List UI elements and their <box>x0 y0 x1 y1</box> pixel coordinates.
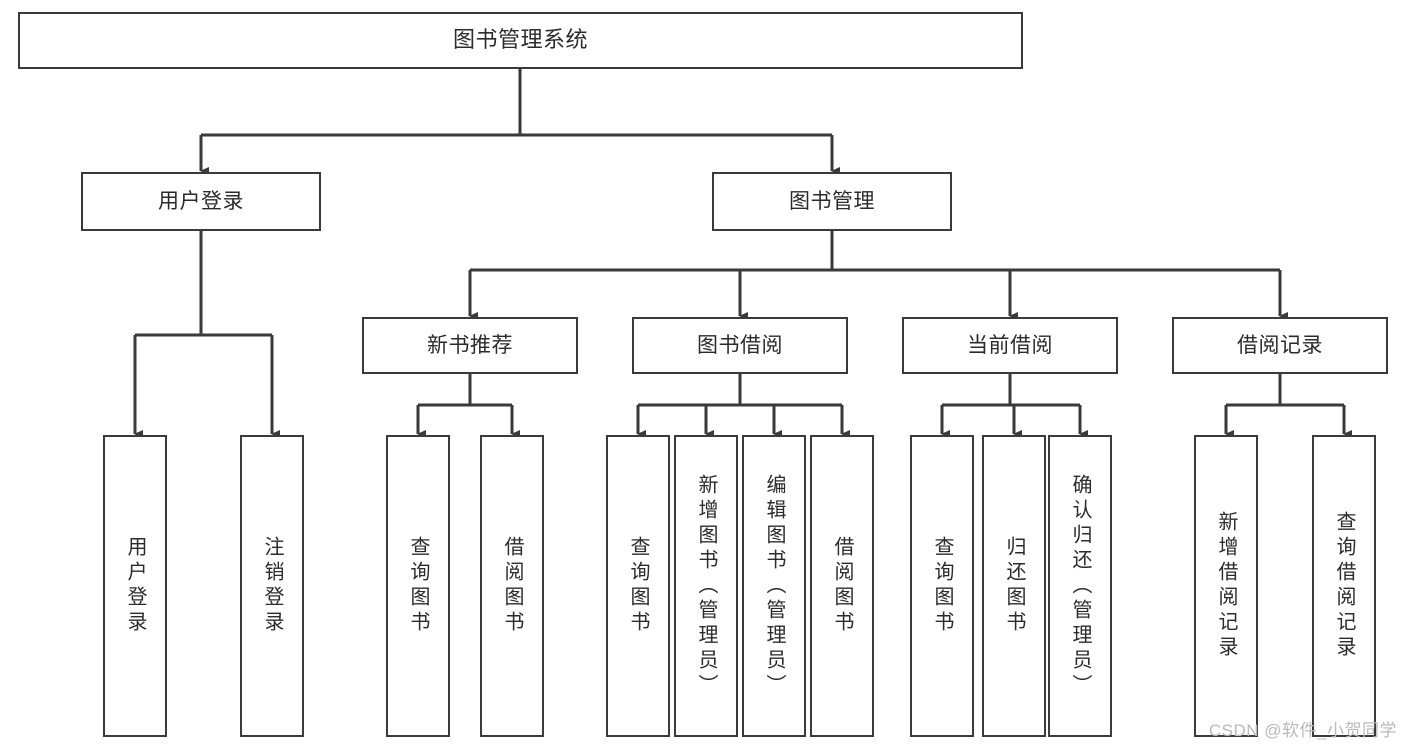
node-leaf-3[interactable]: 借阅图书 <box>480 435 544 737</box>
node-label: 确认归还（管理员） <box>1069 473 1091 699</box>
node-label: 归还图书 <box>1003 536 1025 636</box>
node-leaf-7[interactable]: 借阅图书 <box>810 435 874 737</box>
node-leaf-11[interactable]: 新增借阅记录 <box>1194 435 1258 737</box>
node-label: 图书借阅 <box>697 333 783 357</box>
node-leaf-12[interactable]: 查询借阅记录 <box>1312 435 1376 737</box>
node-level1-0[interactable]: 用户登录 <box>81 172 321 231</box>
node-label: 借阅图书 <box>831 536 853 636</box>
node-label: 查询图书 <box>627 536 649 636</box>
node-label: 编辑图书（管理员） <box>763 473 785 699</box>
node-label: 借阅图书 <box>501 536 523 636</box>
node-label: 新书推荐 <box>427 333 513 357</box>
node-label: 新增借阅记录 <box>1215 511 1237 661</box>
node-label: 图书管理 <box>789 189 875 213</box>
node-leaf-1[interactable]: 注销登录 <box>240 435 304 737</box>
node-leaf-0[interactable]: 用户登录 <box>103 435 167 737</box>
node-label: 当前借阅 <box>967 333 1053 357</box>
node-level1-1[interactable]: 图书管理 <box>712 172 952 231</box>
node-level2-0[interactable]: 新书推荐 <box>362 317 578 374</box>
node-label: 注销登录 <box>261 536 283 636</box>
node-leaf-10[interactable]: 确认归还（管理员） <box>1048 435 1112 737</box>
node-leaf-2[interactable]: 查询图书 <box>386 435 450 737</box>
node-leaf-6[interactable]: 编辑图书（管理员） <box>742 435 806 737</box>
csdn-watermark: CSDN @软件_小贺同学 <box>1208 721 1397 740</box>
node-level2-3[interactable]: 借阅记录 <box>1172 317 1388 374</box>
node-level2-1[interactable]: 图书借阅 <box>632 317 848 374</box>
node-leaf-8[interactable]: 查询图书 <box>910 435 974 737</box>
node-label: 图书管理系统 <box>452 27 588 53</box>
node-label: 查询图书 <box>931 536 953 636</box>
node-label: 查询借阅记录 <box>1333 511 1355 661</box>
node-leaf-5[interactable]: 新增图书（管理员） <box>674 435 738 737</box>
node-label: 用户登录 <box>158 189 244 213</box>
node-root[interactable]: 图书管理系统 <box>18 12 1023 69</box>
node-label: 查询图书 <box>407 536 429 636</box>
node-leaf-9[interactable]: 归还图书 <box>982 435 1046 737</box>
node-level2-2[interactable]: 当前借阅 <box>902 317 1118 374</box>
node-leaf-4[interactable]: 查询图书 <box>606 435 670 737</box>
node-label: 用户登录 <box>124 536 146 636</box>
node-label: 新增图书（管理员） <box>695 473 717 699</box>
node-label: 借阅记录 <box>1237 333 1323 357</box>
